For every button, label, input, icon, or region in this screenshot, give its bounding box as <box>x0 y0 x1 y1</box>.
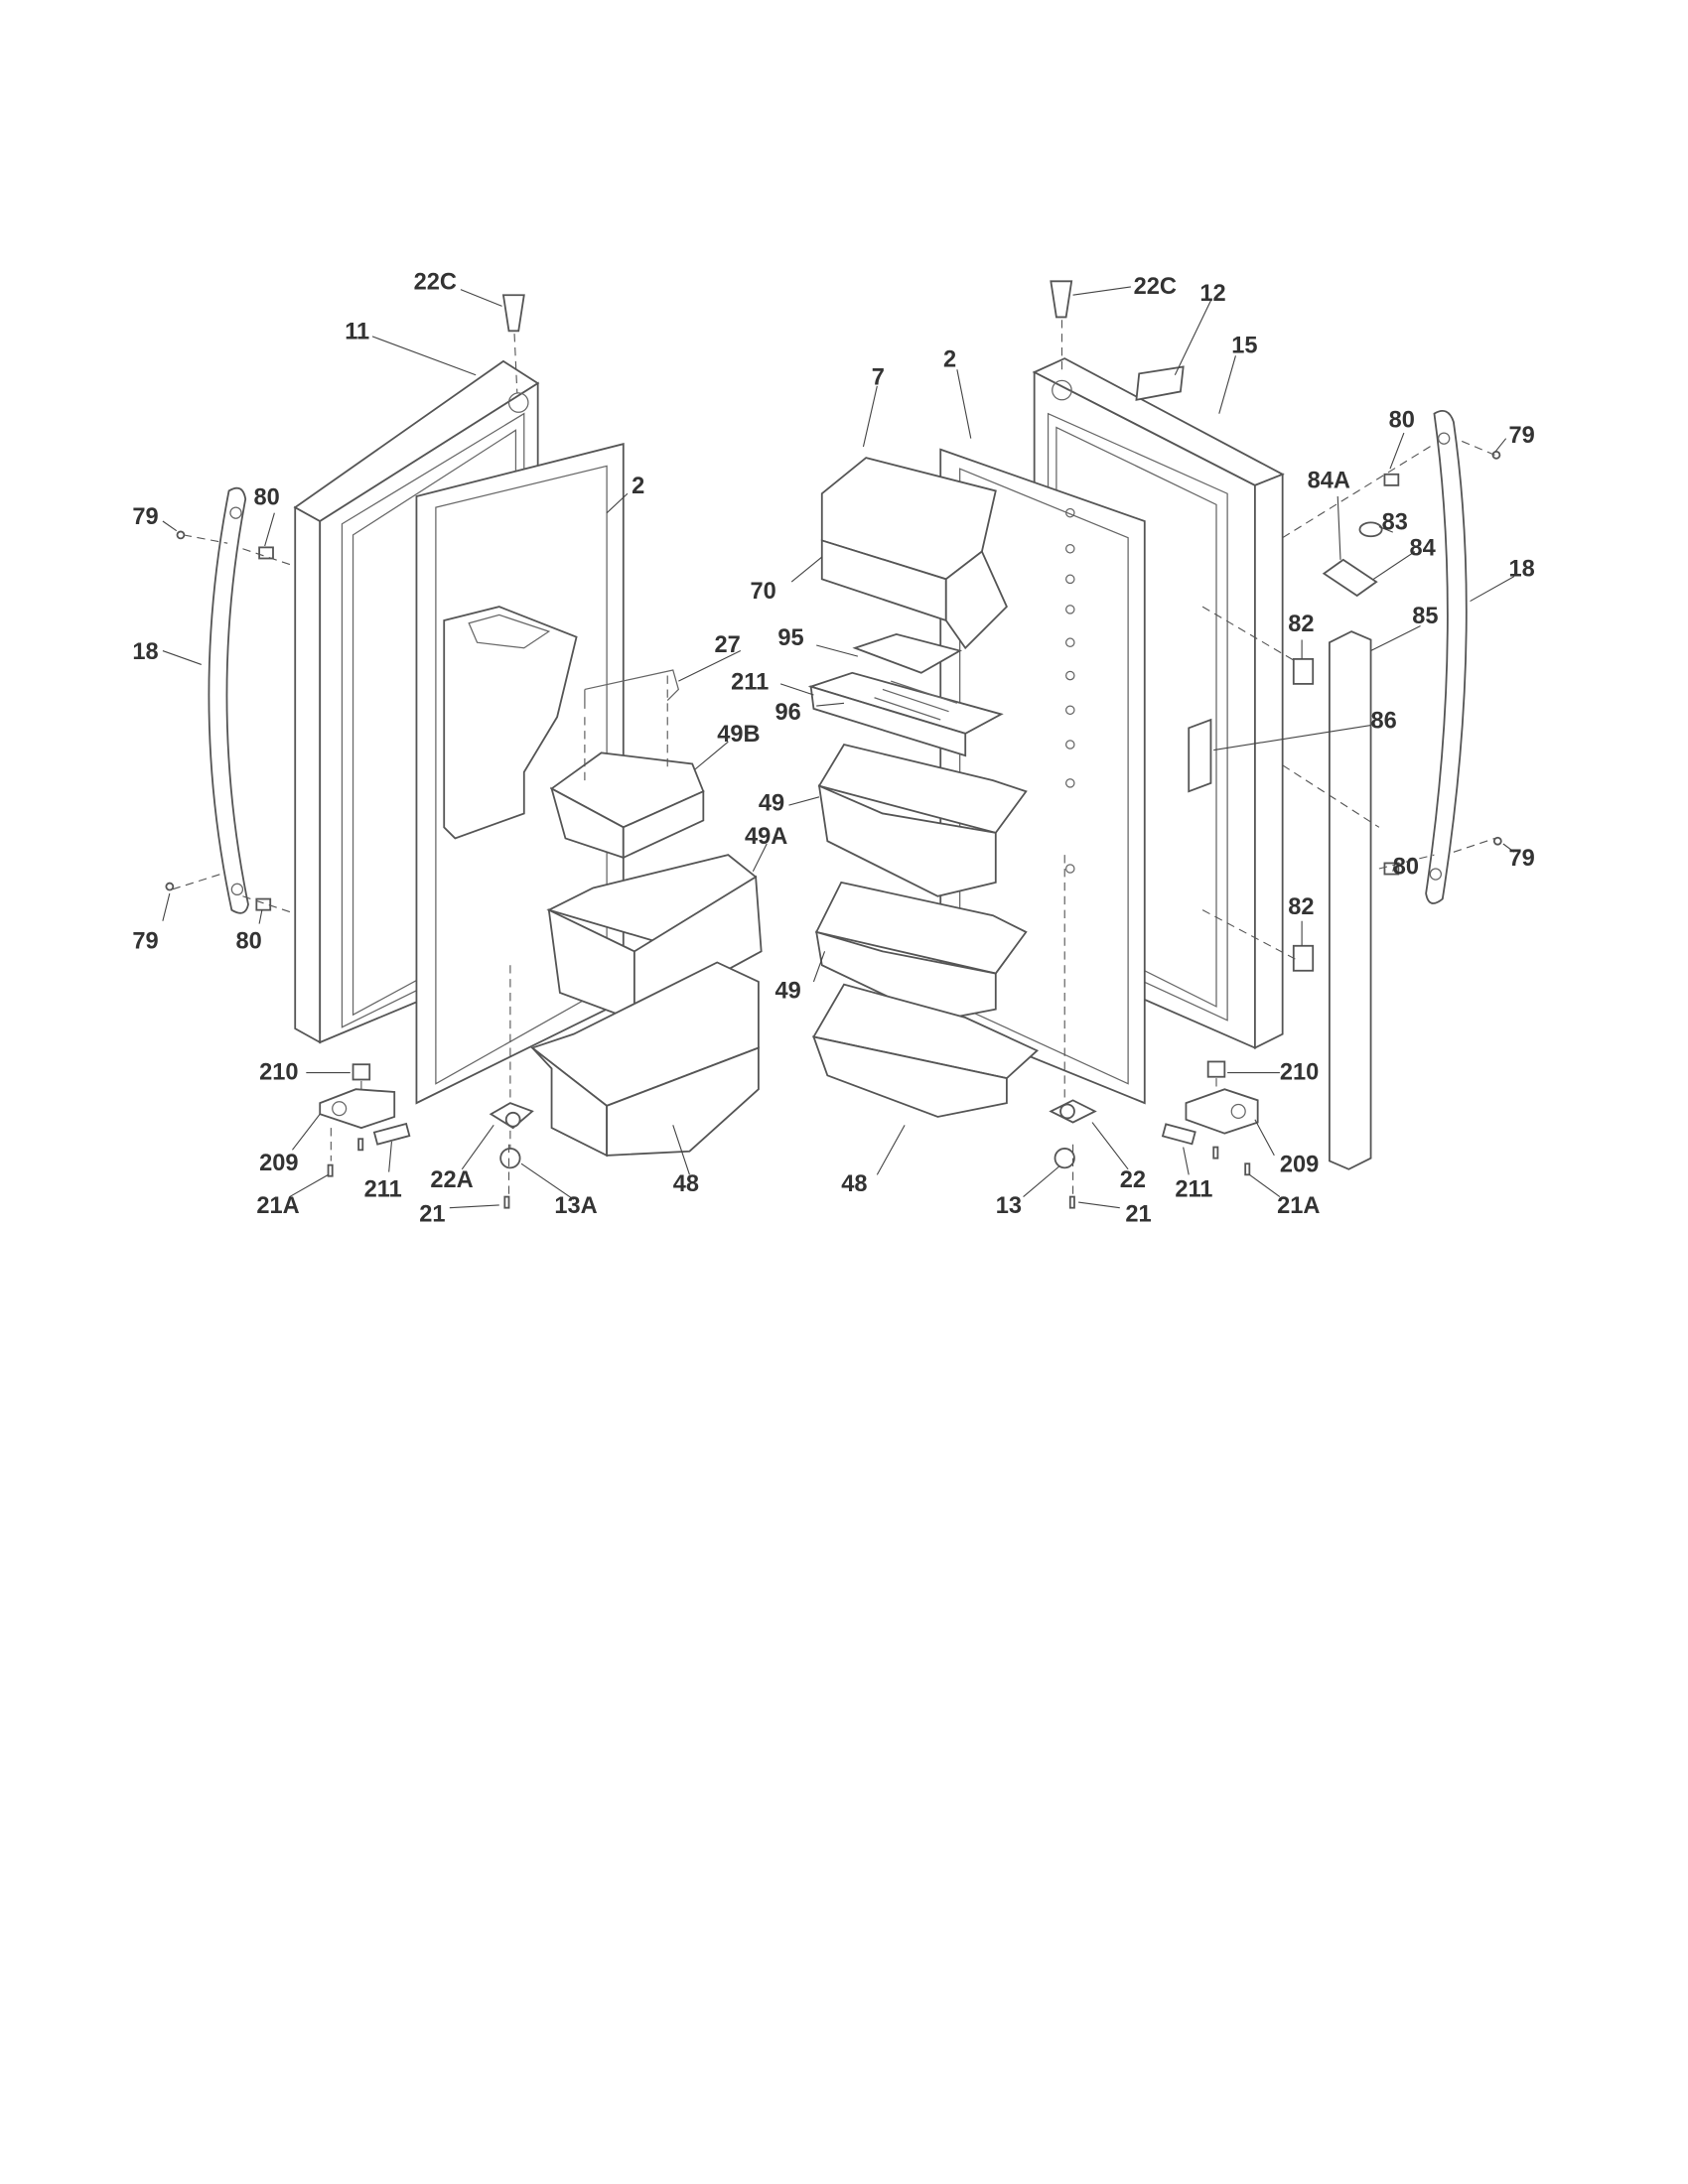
label-2: 2 <box>632 474 644 499</box>
label-83: 83 <box>1382 509 1408 535</box>
label-13A: 13A <box>554 1193 597 1219</box>
label-22C: 22C <box>414 270 457 296</box>
left-door-assembly <box>162 289 768 1209</box>
door-bin-49-upper <box>817 743 1028 897</box>
label-18: 18 <box>132 639 158 665</box>
label-15: 15 <box>1231 334 1257 359</box>
label-49B: 49B <box>717 722 760 748</box>
left-handle <box>208 486 249 914</box>
label-13: 13 <box>996 1193 1022 1219</box>
door-bin-49B <box>549 751 705 860</box>
label-79: 79 <box>1508 846 1534 872</box>
label-95: 95 <box>777 625 803 651</box>
label-49: 49 <box>775 979 801 1005</box>
bushing-icon <box>1054 1148 1075 1169</box>
stud-icon <box>255 546 274 911</box>
label-48: 48 <box>673 1171 699 1197</box>
control-panel <box>1188 718 1212 793</box>
label-96: 96 <box>775 700 801 726</box>
label-209: 209 <box>259 1151 298 1176</box>
label-21: 21 <box>1125 1202 1151 1228</box>
door-bin-49A <box>546 854 763 1023</box>
label-85: 85 <box>1412 604 1438 629</box>
ice-dispenser-chute <box>443 606 578 840</box>
dairy-cover-207 <box>807 671 1004 757</box>
label-211: 211 <box>364 1177 402 1203</box>
screw-icon <box>165 530 186 891</box>
label-49A: 49A <box>745 824 787 850</box>
door-closer-icon <box>319 1088 396 1130</box>
hinge-pin-cap-icon <box>501 294 525 333</box>
label-210: 210 <box>259 1060 298 1086</box>
label-80: 80 <box>1393 855 1419 881</box>
label-48: 48 <box>841 1171 867 1197</box>
label-21: 21 <box>419 1202 445 1228</box>
cam-icon <box>1206 1060 1226 1078</box>
label-22: 22 <box>1120 1167 1146 1193</box>
label-22C: 22C <box>1134 274 1177 300</box>
label-79: 79 <box>132 929 158 955</box>
label-7: 7 <box>872 365 885 391</box>
right-handle <box>1425 410 1468 904</box>
plug-icon <box>1358 521 1383 538</box>
label-82: 82 <box>1288 894 1314 920</box>
door-closer-icon <box>1185 1088 1259 1135</box>
door-bin-48 <box>812 983 1040 1118</box>
label-80: 80 <box>254 484 280 510</box>
label-79: 79 <box>1508 423 1534 449</box>
label-84: 84 <box>1409 536 1435 562</box>
dairy-shelf-95 <box>852 632 963 674</box>
label-211: 211 <box>1175 1177 1212 1203</box>
label-70: 70 <box>751 579 776 605</box>
label-84A: 84A <box>1308 469 1350 494</box>
label-18: 18 <box>1508 557 1534 583</box>
label-79: 79 <box>132 504 158 530</box>
label-209: 209 <box>1280 1153 1319 1178</box>
label-plate-icon <box>1135 365 1185 401</box>
screw-icon <box>327 1138 510 1209</box>
label-210: 210 <box>1280 1060 1319 1086</box>
right-door-assembly <box>779 280 1515 1209</box>
bin-bracket <box>584 669 680 709</box>
label-27: 27 <box>714 632 740 658</box>
hinge-bracket-icon <box>1049 1099 1097 1124</box>
label-11: 11 <box>345 320 369 345</box>
hinge-pin-cap-icon <box>1050 280 1073 319</box>
cam-icon <box>352 1063 371 1081</box>
label-80: 80 <box>1389 408 1415 434</box>
label-12: 12 <box>1199 281 1225 307</box>
screw-icon <box>1068 1146 1251 1209</box>
screw-icon <box>1491 450 1502 846</box>
handle-trim-85 <box>1328 630 1372 1170</box>
part-labels: 22C 11 2 79 80 18 27 49B 49A 79 80 210 2… <box>132 270 1534 1228</box>
label-49: 49 <box>759 791 784 817</box>
clip-icon <box>1292 657 1315 972</box>
cover-icon <box>1161 1123 1196 1146</box>
cover-icon <box>372 1122 411 1146</box>
dairy-door <box>820 457 1008 650</box>
door-bin-49-lower <box>814 881 1028 1022</box>
label-21A: 21A <box>256 1193 299 1219</box>
label-22A: 22A <box>430 1167 473 1193</box>
bushing-icon <box>499 1148 521 1169</box>
label-21A: 21A <box>1277 1193 1320 1219</box>
end-cap-84 <box>1322 558 1378 598</box>
label-2: 2 <box>943 346 956 372</box>
label-80: 80 <box>236 929 262 955</box>
door-bin-48 <box>530 961 760 1158</box>
label-86: 86 <box>1371 708 1397 734</box>
label-82: 82 <box>1288 612 1314 637</box>
stud-icon <box>1383 473 1400 876</box>
hinge-bracket-icon <box>489 1102 534 1130</box>
label-207: 211 <box>731 669 769 695</box>
